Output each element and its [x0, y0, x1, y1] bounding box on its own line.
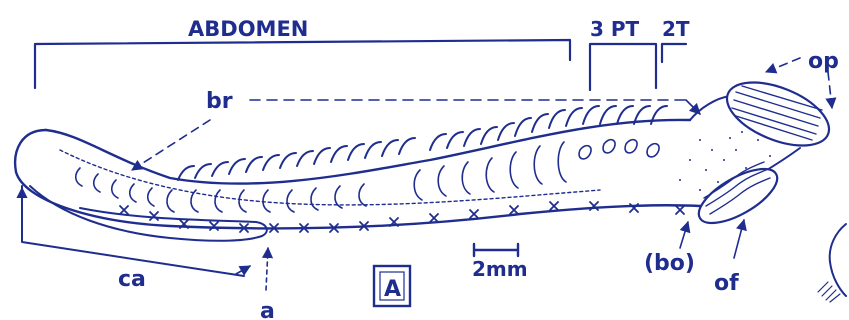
- br-label: br: [206, 89, 233, 114]
- br-arrow-left: [132, 120, 210, 170]
- operculum: [718, 70, 838, 159]
- br-arrow-right: [686, 100, 700, 114]
- bo-pointer: [680, 222, 688, 248]
- scale-bar-label: 2mm: [472, 257, 528, 281]
- pt-label: 3 PT: [590, 17, 640, 41]
- a-pointer: [266, 248, 268, 290]
- thorax-pt-bracket: [590, 44, 656, 90]
- abdomen-label: ABDOMEN: [188, 17, 308, 41]
- op-label: op: [808, 49, 839, 74]
- a-label: a: [260, 299, 275, 320]
- abdomen-bracket: [35, 40, 570, 88]
- panel-label: A: [384, 277, 401, 302]
- of-pointer: [734, 220, 744, 258]
- adjacent-figure-fragment: [830, 224, 846, 296]
- t-label: 2T: [662, 17, 690, 41]
- thoracic-tufts: [579, 140, 659, 159]
- body-outline: [15, 120, 700, 228]
- ca-label: ca: [118, 267, 146, 292]
- branchiae-row: [178, 106, 667, 180]
- scale-bar-line: [474, 244, 518, 256]
- of-label: of: [714, 271, 739, 296]
- opercular-filaments: [691, 158, 785, 233]
- op-pointer-to-operculum: [766, 58, 800, 72]
- ca-bracket-arrow-right: [236, 266, 250, 274]
- bo-label: (bo): [644, 251, 695, 276]
- op-pointer-to-collar: [828, 72, 832, 108]
- thorax-t-bracket: [662, 44, 686, 62]
